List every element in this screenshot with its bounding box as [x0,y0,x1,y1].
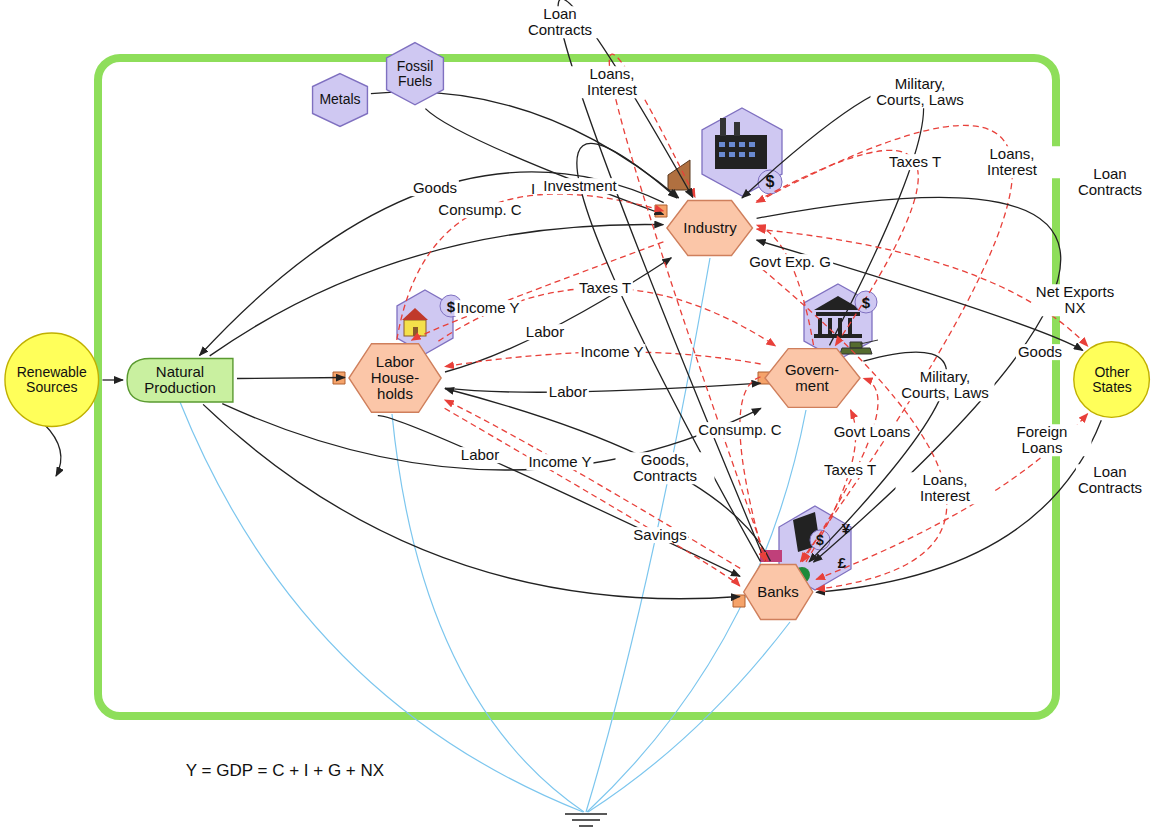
flow-label: Income Y [454,300,521,316]
energy-flow [103,379,124,380]
flow-label: Savings [631,527,688,543]
system-boundary [98,58,1056,716]
node-label: Metals [319,92,360,107]
money-flow [397,194,664,340]
energy-flow [577,143,761,561]
producer-box: Natural Production [126,358,234,402]
flow-label: Loan Contracts [511,6,610,38]
node-label: Natural Production [139,364,221,396]
consumer-hexagon: Banks [743,564,813,620]
node-text: Fossil Fuels [392,59,438,89]
heat-sink-symbol [565,814,607,826]
money-flow [740,377,765,561]
flow-label: Goods [411,180,459,196]
flow-label: Loans, Interest [896,472,995,504]
equation-text: Y = GDP = C + I + G + NX [184,762,386,779]
flow-label: Taxes T [577,280,633,296]
flow-label: Income Y [526,454,593,470]
flow-label: Loan Contracts [1076,464,1144,496]
flow-label: Consump. C [696,422,783,438]
flow-label: Govt Loans [832,424,913,440]
flow-label: Investment [541,178,618,194]
flow-label: Loans, Interest [563,66,662,98]
energy-flow [371,92,679,198]
symbol-label: $ [816,533,824,547]
symbol-label: £ [838,555,846,570]
flow-label: Net Exports NX [1032,284,1118,316]
node-text: Natural Production [139,364,221,396]
node-text: Govern-ment [782,362,842,394]
flow-label: Labor [524,324,566,340]
money-flow [756,125,1012,561]
node-label: Labor House-holds [366,354,424,403]
flow-label: Taxes T [887,154,943,170]
symbol-label: ¥ [842,521,850,536]
energy-flow [757,197,1061,562]
energy-flow [203,404,740,598]
outflow-arrow [44,424,61,476]
flow-label: Labor [547,384,589,400]
node-label: Industry [683,220,736,236]
symbol-label: $ [766,174,775,190]
flow-label: Labor [459,447,501,463]
symbol-label: $ [447,299,455,314]
energy-flow [445,383,761,392]
heat-sink-lines [180,258,806,812]
node-text: Other States [1082,365,1142,395]
flow-label: Loan Contracts [1076,166,1144,198]
energy-flow [816,420,1101,592]
symbol-label: I [531,181,535,196]
storage-tanks [333,205,770,607]
energy-flow [378,416,740,577]
flow-label: Military, Courts, Laws [871,76,970,108]
flow-label: Goods [1016,344,1064,360]
money-flow [609,54,767,561]
node-text: Industry [683,220,736,236]
energy-flow [445,258,671,372]
resource-hexagon: Metals [312,73,368,127]
flow-label: Govt Exp. G [747,254,833,270]
node-label: Other States [1082,365,1142,395]
node-label: Fossil Fuels [392,59,438,89]
flow-label: Military, Courts, Laws [896,369,995,401]
consumer-hexagon: Labor House-holds [348,343,442,413]
node-label: Banks [757,584,799,600]
flow-label: Goods, Contracts [616,452,715,484]
node-label: Renewable Sources [12,365,92,395]
flow-label: Consump. C [436,202,523,218]
symbol-label: $ [862,295,870,310]
energy-flow [445,389,770,562]
money-flow [756,150,918,345]
flow-label: Loans, Interest [963,146,1062,178]
consumer-hexagon: Govern-ment [764,348,861,408]
flow-label: Foreign Loans [993,424,1092,456]
node-text: Banks [757,584,799,600]
node-label: Govern-ment [782,362,842,394]
resource-hexagon: Fossil Fuels [386,42,444,105]
node-text: Metals [319,92,360,107]
node-text: Renewable Sources [12,365,92,395]
energy-flow [200,172,664,356]
energy-flow [558,0,765,561]
consumer-hexagon: Industry [666,200,753,256]
energy-flow [425,109,663,215]
money-flow [438,288,775,346]
source-circle: Other States [1073,341,1150,418]
flow-label: Income Y [578,344,645,360]
source-circle: Renewable Sources [4,332,100,428]
energy-flow [237,378,345,379]
energy-flow [742,84,924,345]
flow-label: Taxes T [822,462,878,478]
money-flow [412,242,664,340]
node-text: Labor House-holds [366,354,424,403]
